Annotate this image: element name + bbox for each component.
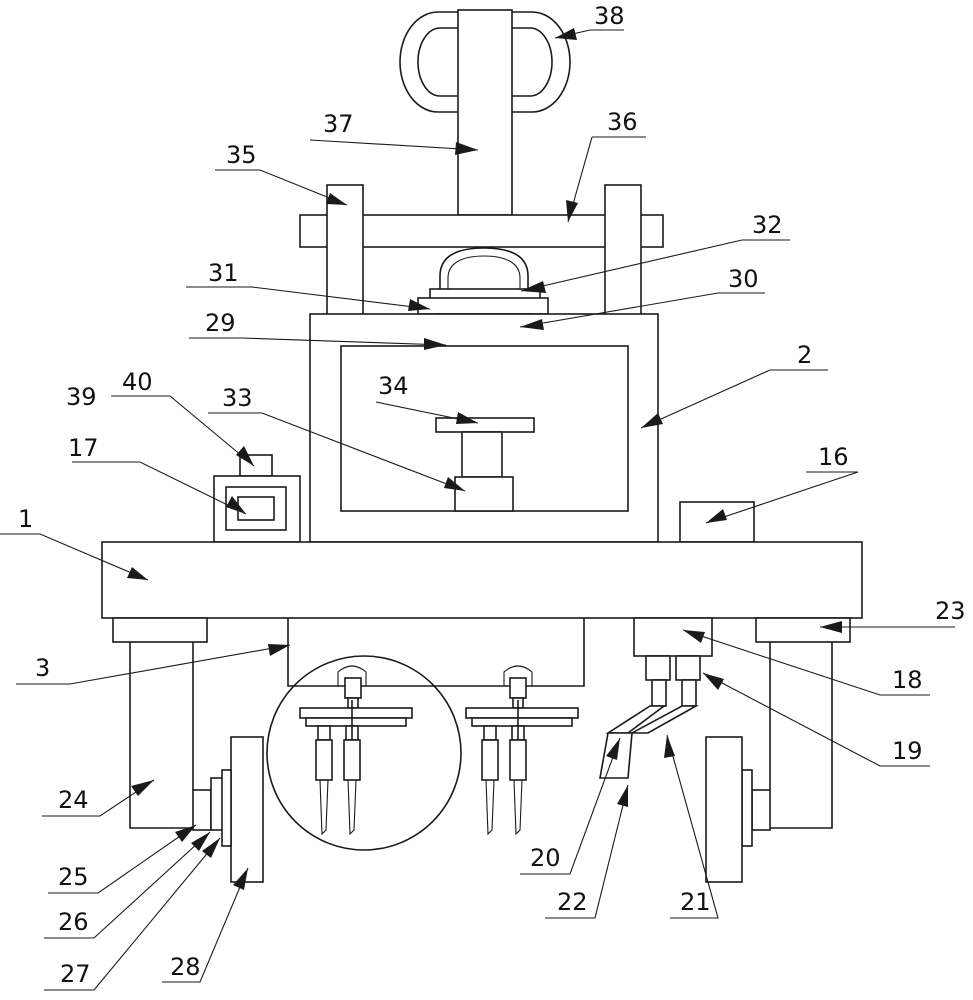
callout-1: 1	[18, 505, 33, 533]
callout-26: 26	[58, 908, 89, 936]
callout-22: 22	[557, 888, 588, 916]
callout-31: 31	[208, 259, 239, 287]
handle-ring	[399, 11, 571, 113]
base-plate	[101, 541, 863, 619]
housing	[309, 313, 659, 543]
callout-labels: 38 37 36 35 32 31 30 29 2 34 40 39 33 17…	[18, 2, 966, 988]
callout-29: 29	[205, 309, 236, 337]
callout-28: 28	[170, 953, 201, 981]
callout-40: 40	[122, 368, 153, 396]
callout-37: 37	[323, 110, 354, 138]
handle-rod	[457, 9, 513, 216]
callout-18: 18	[892, 666, 923, 694]
callout-16: 16	[818, 443, 849, 471]
callout-19: 19	[892, 737, 923, 765]
control-box	[213, 454, 301, 543]
callout-35: 35	[226, 141, 257, 169]
callout-17: 17	[68, 434, 99, 462]
callout-25: 25	[58, 863, 89, 891]
cutter-assembly	[599, 617, 713, 779]
callout-36: 36	[607, 108, 638, 136]
callout-2: 2	[797, 341, 812, 369]
left-leg-wheel	[112, 617, 264, 883]
right-leg-wheel	[705, 617, 851, 883]
callout-21: 21	[680, 888, 711, 916]
callout-30: 30	[728, 265, 759, 293]
side-block	[679, 501, 755, 543]
arrowheads	[127, 28, 842, 890]
callout-24: 24	[58, 786, 89, 814]
callout-34: 34	[378, 372, 409, 400]
callout-27: 27	[60, 960, 91, 988]
callout-32: 32	[752, 211, 783, 239]
callout-20: 20	[530, 844, 561, 872]
callout-38: 38	[594, 2, 625, 30]
drill-carriage	[266, 618, 585, 851]
callout-33: 33	[222, 384, 253, 412]
callout-3: 3	[35, 654, 50, 682]
callout-23: 23	[935, 597, 966, 625]
callout-39: 39	[66, 383, 97, 411]
